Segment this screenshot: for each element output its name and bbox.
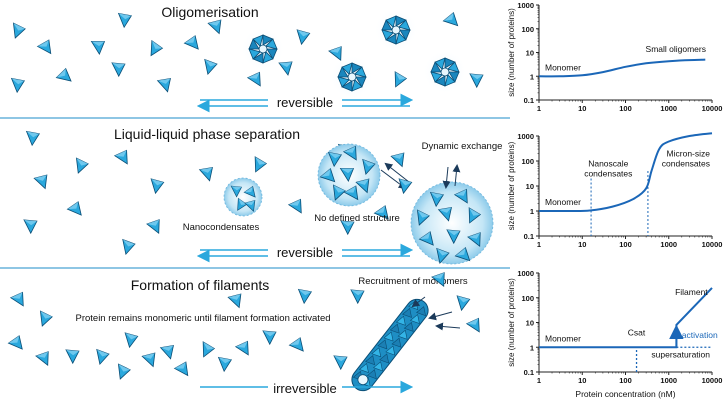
series-line [538,58,706,78]
x-tick-label: 1 [537,376,541,385]
threshold-label: activation [682,330,718,340]
y-tick-label: 0.1 [524,96,534,105]
y-tick-label: 1000 [517,1,534,10]
curve-label: Nanoscale [588,159,628,169]
recruitment-arrow [411,296,426,308]
annotation-nanocondensates: Nanocondensates [183,222,260,233]
arrow-label: reversible [277,245,333,260]
nanocondensate [223,177,263,217]
panel-title: Liquid-liquid phase separation [114,126,300,142]
curve-label: Filament [675,287,708,297]
x-tick-label: 1 [537,240,541,249]
threshold-label: supersaturation [651,349,710,359]
x-tick-label: 10000 [702,376,723,385]
y-tick-label: 1 [530,343,534,352]
x-tick-label: 1000 [660,104,677,113]
x-tick-label: 100 [619,376,632,385]
x-tick-label: 100 [619,240,632,249]
y-tick-label: 1000 [517,132,534,141]
exchange-arrow [384,162,410,183]
oligomer-ring [241,27,285,71]
y-tick-label: 10 [526,49,534,58]
oligomer-ring [423,50,467,94]
curve-label: condensates [662,159,710,169]
arrow-label: reversible [277,95,333,110]
panel-title: Oligomerisation [161,4,258,20]
x-tick-label: 10 [578,240,586,249]
exchange-arrow [442,166,451,189]
reversible-arrow: reversible [196,243,414,263]
x-tick-label: 100 [619,104,632,113]
threshold-label: Csat [628,327,646,337]
y-tick-label: 10 [526,182,534,191]
x-axis-label: Protein concentration (nM) [575,389,675,399]
x-tick-label: 10000 [702,240,723,249]
y-axis-label: size (number of proteins) [507,8,516,97]
recruitment-arrow [435,322,461,331]
curve-label: Small oligomers [646,44,706,54]
reversible-arrow: reversible [196,93,414,113]
oligomer-rings [241,8,467,99]
x-tick-label: 10000 [702,104,723,113]
y-tick-label: 1 [530,207,534,216]
curve-label: Monomer [545,62,581,72]
annotation-monomeric-until-activated: Protein remains monomeric until filament… [75,313,330,324]
x-tick-label: 10 [578,376,586,385]
x-tick-label: 10 [578,104,586,113]
y-tick-label: 1000 [517,269,534,278]
annotation-no-defined-structure: No defined structure [314,213,400,224]
y-axis-label: size (number of proteins) [507,278,516,367]
y-tick-label: 100 [521,25,534,34]
filament [349,297,431,393]
irreversible-arrow: irreversible [200,380,414,396]
curve-label: Monomer [545,333,581,343]
panel-title: Formation of filaments [131,277,270,293]
curve-label: Micron-size [667,149,711,159]
condensate-large [410,181,494,267]
x-tick-label: 1 [537,104,541,113]
exchange-arrow [452,164,461,187]
recruitment-arrow [428,311,453,321]
oligomer-ring [330,55,374,99]
y-axis-label: size (number of proteins) [507,141,516,230]
oligomer-ring [374,8,418,52]
annotation-dynamic-exchange: Dynamic exchange [422,141,503,152]
x-tick-label: 1000 [660,376,677,385]
curve-label: Monomer [545,197,581,207]
annotation-recruitment: Recruitment of monomers [358,276,468,287]
condensate-medium [317,143,381,207]
arrow-label: irreversible [273,381,337,396]
y-tick-label: 0.1 [524,368,534,377]
y-tick-label: 1 [530,72,534,81]
y-tick-label: 0.1 [524,232,534,241]
y-tick-label: 10 [526,319,534,328]
curve-label: condensates [584,169,632,179]
y-tick-label: 100 [521,294,534,303]
x-tick-label: 1000 [660,240,677,249]
series-line [538,132,713,213]
y-tick-label: 100 [521,157,534,166]
